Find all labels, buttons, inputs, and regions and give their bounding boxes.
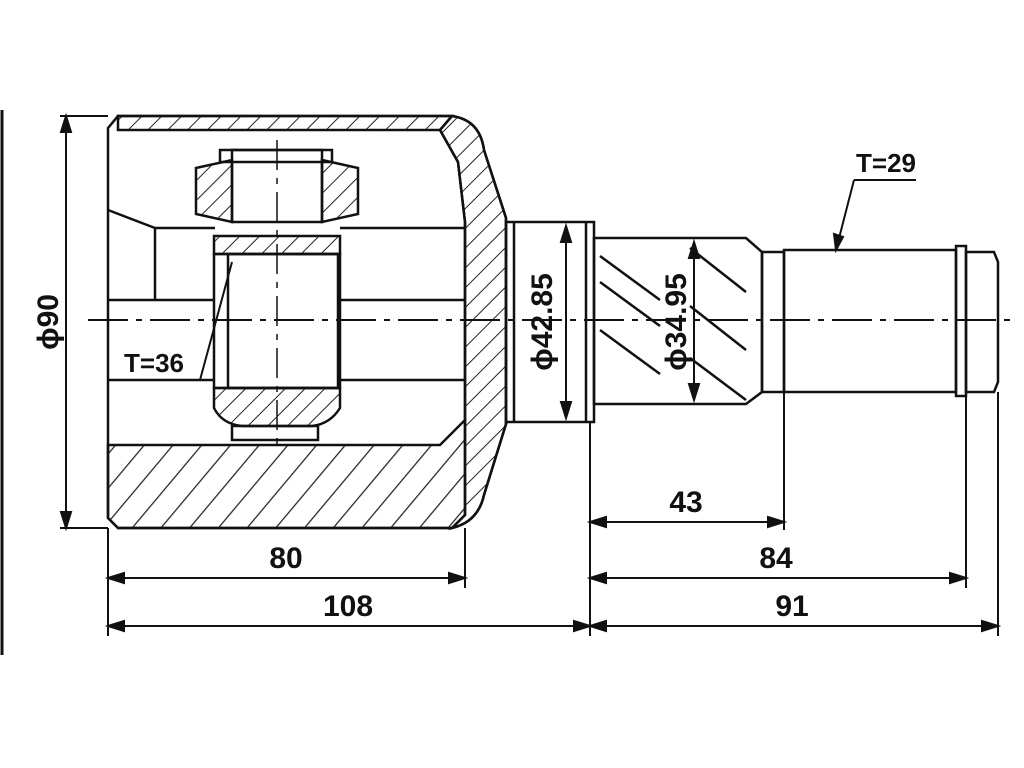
spline-length-label: 43 (669, 486, 702, 519)
outer-diameter-label: ɸ90 (32, 294, 65, 350)
housing-bottom-wall (106, 416, 467, 530)
shaft-84-label: 84 (759, 542, 793, 575)
shaft-diameter-2-label: ɸ34.95 (660, 273, 693, 371)
total-left-label: 108 (323, 590, 373, 623)
shaft-91-label: 91 (775, 590, 808, 623)
housing (106, 114, 508, 531)
housing-top-wall (116, 114, 455, 132)
spline-teeth-label: T=29 (856, 148, 916, 178)
dimension-lines (59, 112, 1002, 636)
bearing-teeth-label: T=36 (124, 348, 184, 378)
housing-length-label: 80 (269, 542, 302, 575)
shaft-diameter-1-label: ɸ42.85 (526, 273, 559, 371)
